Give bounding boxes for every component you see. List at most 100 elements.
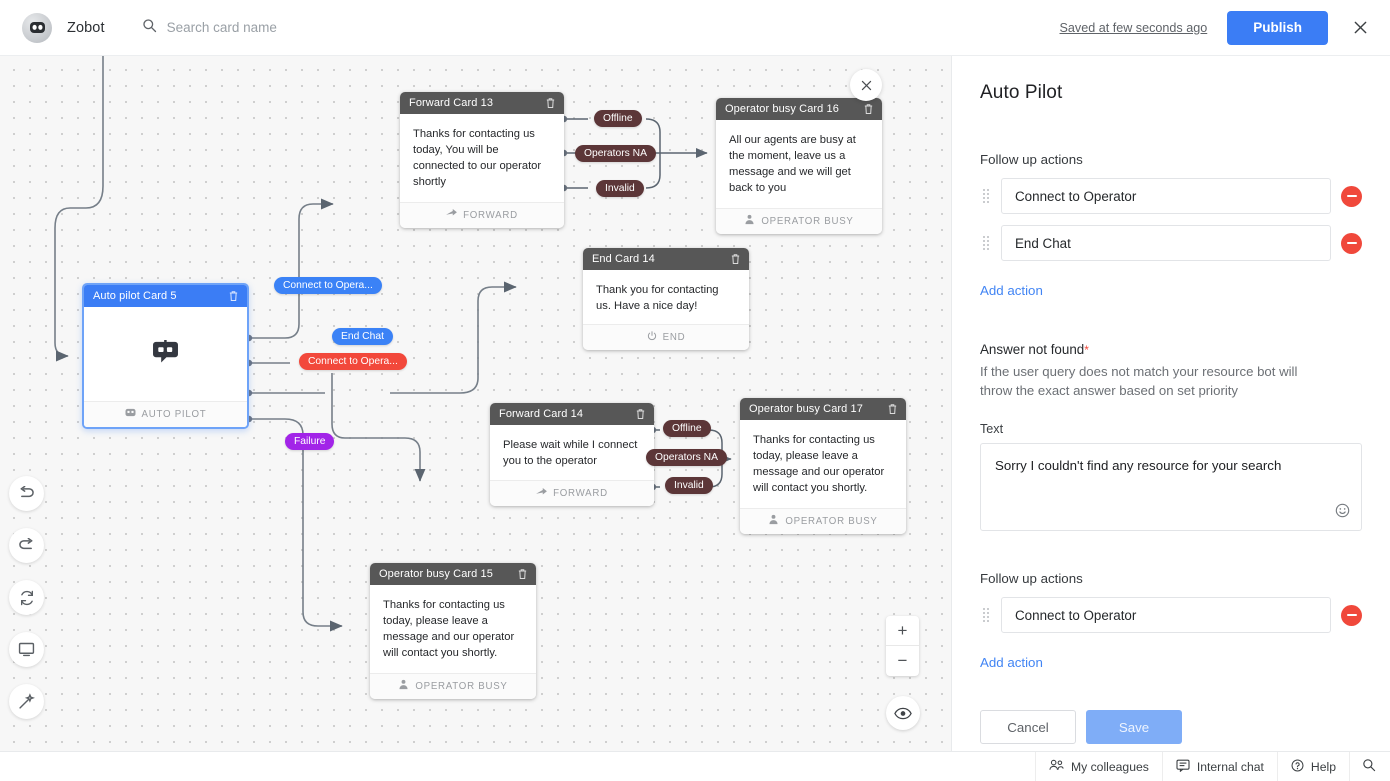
- trash-icon[interactable]: [635, 408, 646, 420]
- remove-circle-icon[interactable]: [1341, 185, 1362, 207]
- bottom-search-button[interactable]: [1349, 752, 1390, 781]
- edge-label-offline-14[interactable]: Offline: [663, 420, 711, 438]
- flow-node-forward-card-13[interactable]: Forward Card 13 Thanks for contacting us…: [400, 92, 564, 228]
- node-footer-label: OPERATOR BUSY: [785, 515, 878, 527]
- flow-node-operator-busy-card-15[interactable]: Operator busy Card 15 Thanks for contact…: [370, 563, 536, 699]
- edge-label-failure[interactable]: Failure: [285, 433, 335, 451]
- action-input-connect-to-operator[interactable]: Connect to Operator: [1001, 178, 1331, 214]
- trash-icon[interactable]: [228, 290, 239, 302]
- trash-icon[interactable]: [517, 568, 528, 580]
- action-input-end-chat[interactable]: End Chat: [1001, 225, 1331, 261]
- eye-icon[interactable]: [886, 696, 920, 730]
- node-title: Forward Card 13: [409, 97, 494, 109]
- trash-icon[interactable]: [730, 253, 741, 265]
- answer-not-found-help: If the user query does not match your re…: [980, 364, 1298, 399]
- top-bar-right: Saved at few seconds ago Publish: [1059, 10, 1390, 45]
- undo-icon[interactable]: [9, 476, 44, 511]
- edge-label-operators-na-13[interactable]: Operators NA: [575, 145, 656, 163]
- drag-handle-icon[interactable]: [980, 608, 991, 623]
- edge-label-offline-13[interactable]: Offline: [594, 110, 642, 128]
- operator-busy-icon: [398, 679, 409, 693]
- flow-node-operator-busy-card-17[interactable]: Operator busy Card 17 Thanks for contact…: [740, 398, 906, 534]
- answer-not-found-text: Answer not found: [980, 342, 1085, 357]
- text-field-label: Text: [980, 422, 1004, 437]
- node-header: End Card 14: [583, 248, 749, 270]
- remove-circle-icon[interactable]: [1341, 232, 1362, 254]
- edge-label-connect-to-operator-top[interactable]: Connect to Opera...: [274, 277, 382, 295]
- chat-bubble-icon: [1176, 759, 1190, 775]
- edge-label-operators-na-14[interactable]: Operators NA: [646, 449, 727, 467]
- action-input-connect-to-operator-2[interactable]: Connect to Operator: [1001, 597, 1331, 634]
- remove-circle-icon[interactable]: [1341, 604, 1362, 626]
- properties-panel: Auto Pilot Follow up actions Connect to …: [951, 56, 1390, 751]
- redo-icon[interactable]: [9, 528, 44, 563]
- zoom-out-button[interactable]: −: [897, 651, 908, 670]
- node-footer-label: FORWARD: [463, 209, 518, 221]
- node-title: End Card 14: [592, 253, 655, 265]
- help-button[interactable]: Help: [1276, 752, 1349, 781]
- required-asterisk: *: [1084, 343, 1089, 357]
- save-button[interactable]: Save: [1086, 710, 1182, 745]
- zoom-in-button[interactable]: +: [886, 616, 919, 646]
- action-row: Connect to Operator: [980, 178, 1362, 214]
- node-footer: END: [583, 324, 749, 350]
- search-input[interactable]: [166, 20, 427, 35]
- help-circle-icon: [1291, 759, 1304, 775]
- trash-icon[interactable]: [545, 97, 556, 109]
- node-header: Forward Card 14: [490, 403, 654, 425]
- my-colleagues-button[interactable]: My colleagues: [1034, 752, 1162, 781]
- drag-handle-icon[interactable]: [980, 189, 991, 203]
- flow-node-operator-busy-card-16[interactable]: Operator busy Card 16 All our agents are…: [716, 98, 882, 234]
- search-icon: [1362, 758, 1376, 775]
- refresh-icon[interactable]: [9, 580, 44, 615]
- operator-busy-icon: [768, 514, 779, 528]
- drag-handle-icon[interactable]: [980, 236, 991, 250]
- edge-label-invalid-14[interactable]: Invalid: [665, 477, 713, 495]
- emoji-smiley-icon[interactable]: [1335, 503, 1350, 521]
- node-footer-label: OPERATOR BUSY: [761, 215, 854, 227]
- my-colleagues-label: My colleagues: [1070, 759, 1149, 774]
- answer-text-input[interactable]: Sorry I couldn't find any resource for y…: [980, 443, 1362, 532]
- publish-button[interactable]: Publish: [1227, 10, 1328, 45]
- top-bar: Zobot Saved at few seconds ago Publish: [0, 0, 1390, 56]
- answer-text-value: Sorry I couldn't find any resource for y…: [995, 458, 1282, 474]
- magic-wand-icon[interactable]: [9, 684, 44, 719]
- node-footer: FORWARD: [490, 480, 654, 506]
- node-footer: AUTO PILOT: [84, 401, 247, 427]
- cancel-button[interactable]: Cancel: [980, 710, 1076, 745]
- node-title: Auto pilot Card 5: [93, 290, 177, 302]
- edge-label-connect-to-operator-red[interactable]: Connect to Opera...: [299, 353, 407, 371]
- trash-icon[interactable]: [863, 103, 874, 115]
- node-title: Forward Card 14: [499, 408, 584, 420]
- search-area[interactable]: [142, 18, 427, 38]
- internal-chat-label: Internal chat: [1196, 759, 1264, 774]
- flow-node-auto-pilot-card-5[interactable]: Auto pilot Card 5: [82, 283, 249, 429]
- flow-node-end-card-14[interactable]: End Card 14 Thank you for contacting us.…: [583, 248, 749, 350]
- internal-chat-button[interactable]: Internal chat: [1161, 752, 1277, 781]
- saved-status-link[interactable]: Saved at few seconds ago: [1059, 20, 1208, 35]
- close-icon[interactable]: [1348, 16, 1372, 40]
- robot-icon: [152, 339, 179, 369]
- add-action-link-1[interactable]: Add action: [980, 283, 1043, 298]
- add-action-link-2[interactable]: Add action: [980, 655, 1043, 671]
- flow-node-forward-card-14[interactable]: Forward Card 14 Please wait while I conn…: [490, 403, 654, 506]
- edge-label-invalid-13[interactable]: Invalid: [596, 180, 644, 198]
- flow-canvas[interactable]: Forward Card 13 Thanks for contacting us…: [0, 56, 951, 751]
- preview-monitor-icon[interactable]: [9, 632, 44, 667]
- node-body: Thank you for contacting us. Have a nice…: [583, 270, 749, 324]
- node-title: Operator busy Card 17: [749, 403, 863, 415]
- node-body: Please wait while I connect you to the o…: [490, 425, 654, 480]
- node-title: Operator busy Card 15: [379, 568, 493, 580]
- zoom-controls: + −: [886, 616, 919, 676]
- node-header: Operator busy Card 16: [716, 98, 882, 120]
- node-header: Operator busy Card 17: [740, 398, 906, 420]
- canvas-close-icon[interactable]: [850, 69, 882, 101]
- trash-icon[interactable]: [887, 403, 898, 415]
- edge-label-end-chat[interactable]: End Chat: [332, 328, 393, 346]
- colleagues-icon: [1049, 759, 1064, 774]
- panel-footer-buttons: Cancel Save: [980, 710, 1362, 745]
- node-body: [84, 307, 247, 401]
- forward-arrow-icon: [446, 209, 458, 221]
- node-footer-label: OPERATOR BUSY: [415, 680, 508, 692]
